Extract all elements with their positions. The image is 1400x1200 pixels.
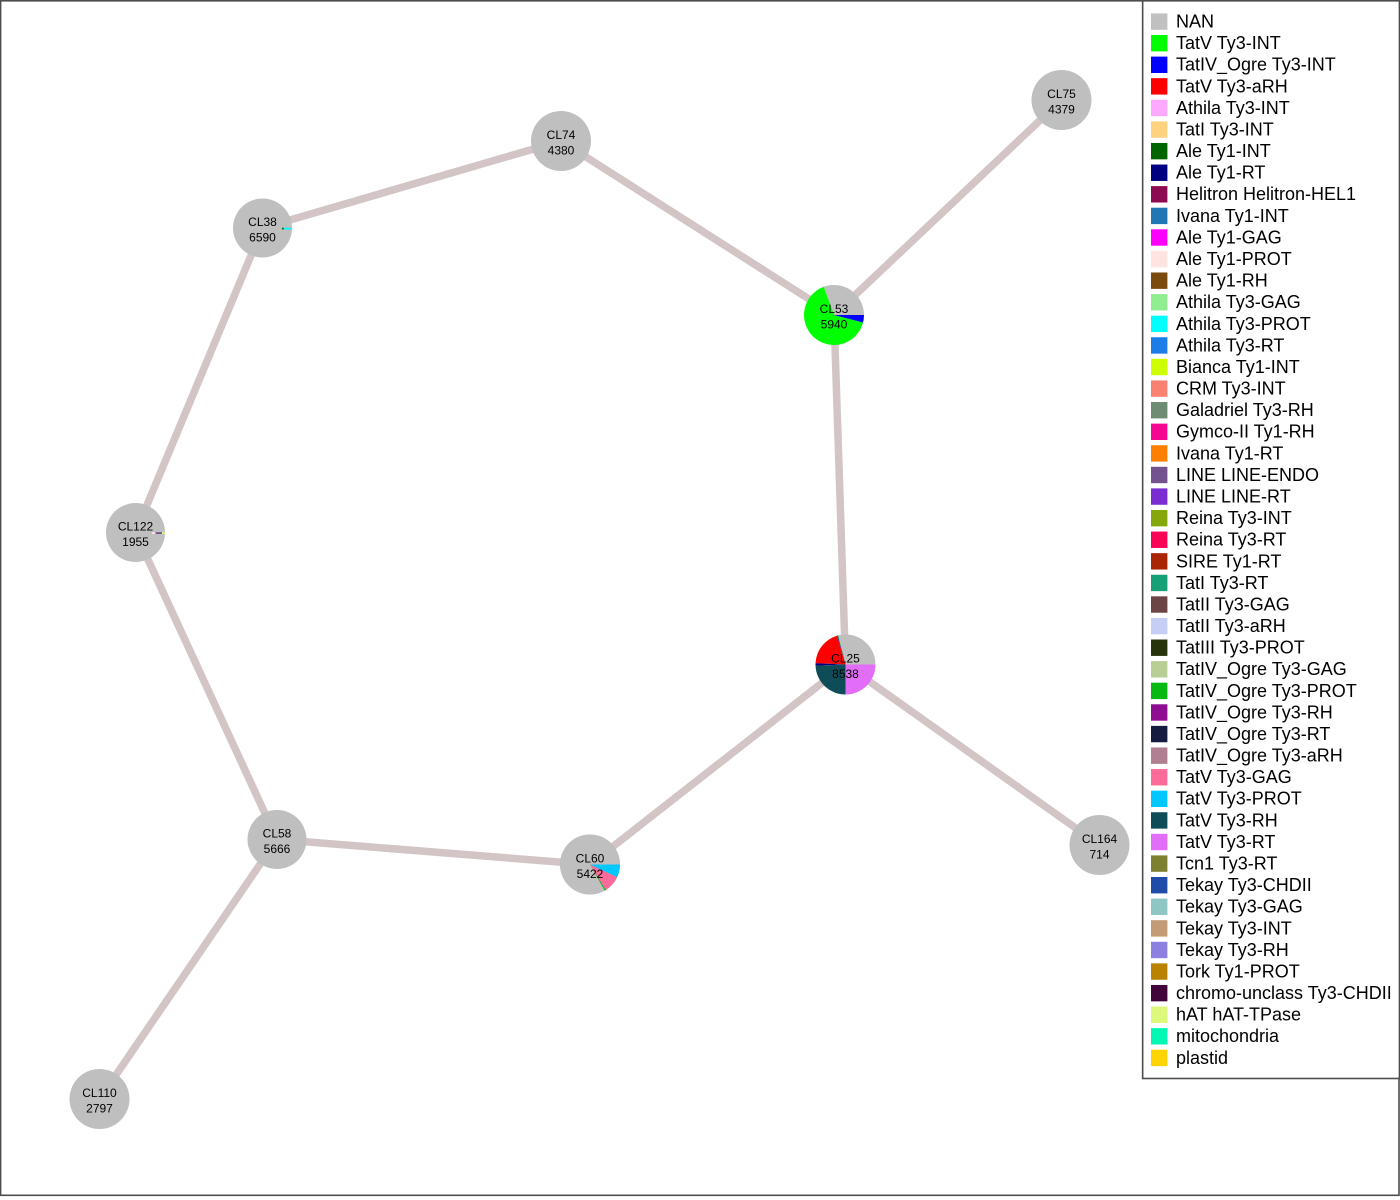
svg-text:TatV Ty3-aRH: TatV Ty3-aRH — [1176, 76, 1288, 96]
svg-text:LINE LINE-ENDO: LINE LINE-ENDO — [1176, 465, 1319, 485]
svg-text:CL25: CL25 — [831, 652, 860, 666]
svg-text:CL164: CL164 — [1082, 832, 1118, 846]
svg-text:1955: 1955 — [122, 535, 149, 549]
svg-text:TatV Ty3-INT: TatV Ty3-INT — [1176, 33, 1281, 53]
svg-text:CL58: CL58 — [263, 827, 292, 841]
svg-text:Tork Ty1-PROT: Tork Ty1-PROT — [1176, 961, 1300, 981]
svg-text:5666: 5666 — [264, 842, 291, 856]
svg-text:plastid: plastid — [1176, 1048, 1228, 1068]
svg-text:TatI Ty3-RT: TatI Ty3-RT — [1176, 573, 1268, 593]
svg-text:TatV Ty3-RH: TatV Ty3-RH — [1176, 810, 1278, 830]
svg-text:NAN: NAN — [1176, 12, 1214, 32]
svg-text:Athila Ty3-INT: Athila Ty3-INT — [1176, 98, 1290, 118]
svg-text:TatIII Ty3-PROT: TatIII Ty3-PROT — [1176, 638, 1305, 658]
svg-text:CL60: CL60 — [576, 852, 605, 866]
svg-text:Athila Ty3-PROT: Athila Ty3-PROT — [1176, 314, 1311, 334]
svg-text:Reina Ty3-INT: Reina Ty3-INT — [1176, 508, 1292, 528]
svg-text:4379: 4379 — [1048, 103, 1075, 117]
svg-text:Ivana Ty1-INT: Ivana Ty1-INT — [1176, 206, 1289, 226]
svg-text:Ale Ty1-PROT: Ale Ty1-PROT — [1176, 249, 1292, 269]
svg-text:CL38: CL38 — [248, 215, 277, 229]
svg-text:TatI Ty3-INT: TatI Ty3-INT — [1176, 119, 1274, 139]
svg-text:TatIV_Ogre Ty3-PROT: TatIV_Ogre Ty3-PROT — [1176, 681, 1357, 702]
svg-text:Ale Ty1-RH: Ale Ty1-RH — [1176, 271, 1268, 291]
svg-text:mitochondria: mitochondria — [1176, 1026, 1280, 1046]
svg-text:CL53: CL53 — [820, 302, 849, 316]
svg-text:Ale Ty1-RT: Ale Ty1-RT — [1176, 163, 1265, 183]
svg-text:CL122: CL122 — [118, 520, 154, 534]
svg-text:Tekay Ty3-GAG: Tekay Ty3-GAG — [1176, 897, 1303, 917]
svg-text:SIRE Ty1-RT: SIRE Ty1-RT — [1176, 551, 1281, 571]
svg-text:TatIV_Ogre Ty3-aRH: TatIV_Ogre Ty3-aRH — [1176, 746, 1343, 767]
svg-text:Athila Ty3-RT: Athila Ty3-RT — [1176, 335, 1284, 355]
svg-text:Galadriel Ty3-RH: Galadriel Ty3-RH — [1176, 400, 1314, 420]
svg-text:Ale Ty1-GAG: Ale Ty1-GAG — [1176, 227, 1282, 247]
svg-text:Tekay Ty3-INT: Tekay Ty3-INT — [1176, 918, 1292, 938]
svg-text:CL110: CL110 — [82, 1086, 117, 1100]
svg-text:5940: 5940 — [821, 318, 848, 332]
svg-text:chromo-unclass Ty3-CHDII: chromo-unclass Ty3-CHDII — [1176, 983, 1392, 1003]
svg-text:Ale Ty1-INT: Ale Ty1-INT — [1176, 141, 1271, 161]
svg-text:hAT hAT-TPase: hAT hAT-TPase — [1176, 1005, 1301, 1025]
svg-text:Reina Ty3-RT: Reina Ty3-RT — [1176, 530, 1286, 550]
svg-text:Bianca Ty1-INT: Bianca Ty1-INT — [1176, 357, 1300, 377]
svg-text:CRM Ty3-INT: CRM Ty3-INT — [1176, 379, 1286, 399]
svg-text:TatIV_Ogre Ty3-RH: TatIV_Ogre Ty3-RH — [1176, 702, 1333, 723]
svg-text:TatV Ty3-GAG: TatV Ty3-GAG — [1176, 767, 1292, 787]
svg-text:4380: 4380 — [548, 144, 575, 158]
svg-text:8538: 8538 — [832, 667, 859, 681]
svg-text:5422: 5422 — [577, 867, 604, 881]
svg-text:Tekay Ty3-CHDII: Tekay Ty3-CHDII — [1176, 875, 1312, 895]
svg-text:TatV Ty3-RT: TatV Ty3-RT — [1176, 832, 1275, 852]
svg-text:6590: 6590 — [249, 231, 276, 245]
svg-text:714: 714 — [1089, 848, 1109, 862]
svg-text:TatII Ty3-aRH: TatII Ty3-aRH — [1176, 616, 1286, 636]
svg-text:CL75: CL75 — [1047, 87, 1076, 101]
svg-text:TatIV_Ogre Ty3-GAG: TatIV_Ogre Ty3-GAG — [1176, 659, 1347, 680]
svg-text:TatII Ty3-GAG: TatII Ty3-GAG — [1176, 594, 1290, 614]
svg-text:Athila Ty3-GAG: Athila Ty3-GAG — [1176, 292, 1301, 312]
svg-text:TatIV_Ogre Ty3-RT: TatIV_Ogre Ty3-RT — [1176, 724, 1330, 745]
svg-text:TatV Ty3-PROT: TatV Ty3-PROT — [1176, 789, 1302, 809]
svg-text:TatIV_Ogre Ty3-INT: TatIV_Ogre Ty3-INT — [1176, 55, 1336, 76]
svg-text:CL74: CL74 — [547, 128, 576, 142]
svg-text:Ivana Ty1-RT: Ivana Ty1-RT — [1176, 443, 1283, 463]
svg-text:2797: 2797 — [86, 1102, 113, 1116]
svg-text:Tcn1 Ty3-RT: Tcn1 Ty3-RT — [1176, 854, 1277, 874]
svg-text:Helitron Helitron-HEL1: Helitron Helitron-HEL1 — [1176, 184, 1356, 204]
svg-text:Tekay Ty3-RH: Tekay Ty3-RH — [1176, 940, 1289, 960]
svg-text:Gymco-II Ty1-RH: Gymco-II Ty1-RH — [1176, 422, 1315, 442]
svg-text:LINE LINE-RT: LINE LINE-RT — [1176, 486, 1291, 506]
